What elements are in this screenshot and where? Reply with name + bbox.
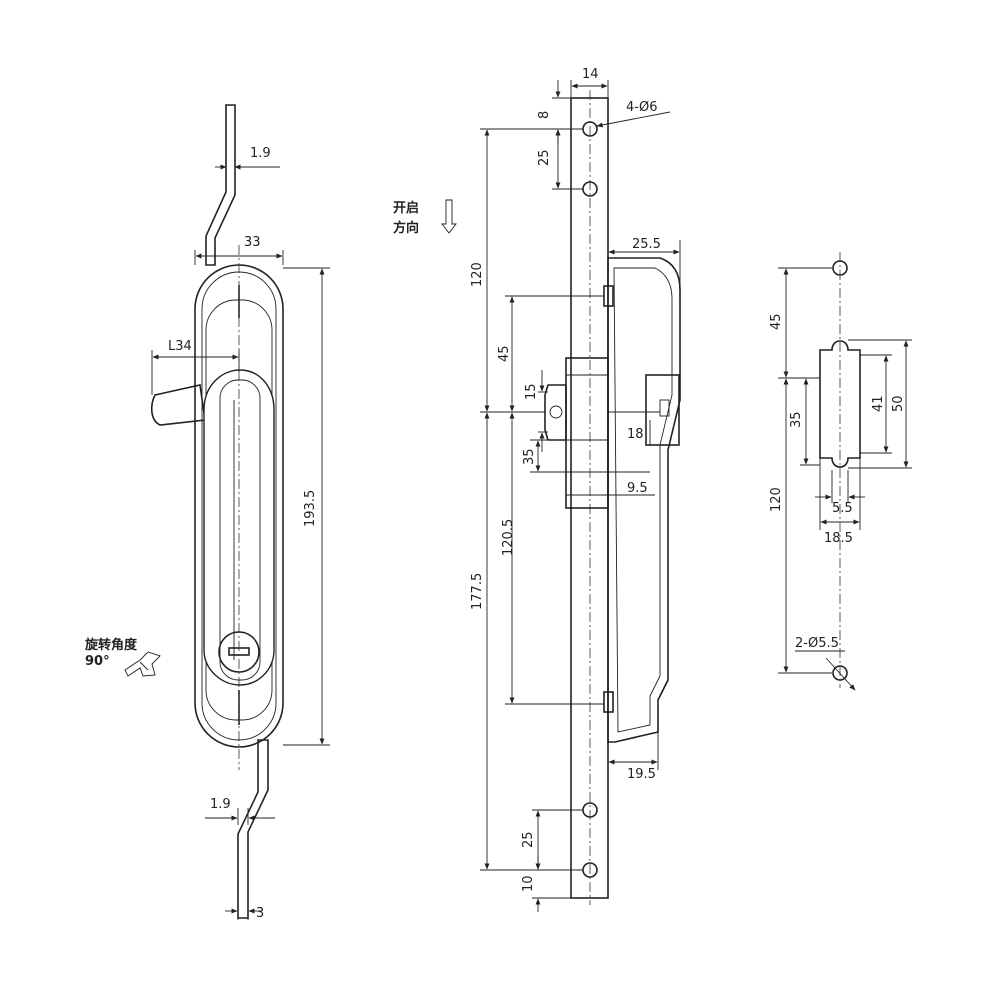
cutout-view: 45 35 41 50 120 5.5 18.5 bbox=[769, 252, 912, 691]
dim-33: 33 bbox=[244, 235, 261, 250]
top-rod bbox=[205, 104, 236, 266]
cutout-dim-5-5: 5.5 bbox=[832, 501, 853, 516]
dim-120-top: 120 bbox=[470, 262, 485, 287]
cutout-dim-120: 120 bbox=[769, 487, 784, 512]
dim-120-5: 120.5 bbox=[501, 519, 516, 556]
cutout-dim-45: 45 bbox=[769, 313, 784, 330]
opening-direction-line-1: 开启 bbox=[393, 200, 419, 216]
opening-direction-arrow-icon bbox=[441, 199, 457, 234]
front-view: 1.9 33 L34 193.5 1.9 3 旋转角度 90° bbox=[84, 104, 330, 921]
dim-25-5: 25.5 bbox=[632, 237, 661, 252]
dim-35: 35 bbox=[522, 448, 537, 465]
dim-9-5: 9.5 bbox=[627, 481, 648, 496]
lever-grip bbox=[203, 369, 275, 686]
dim-1-9-top: 1.9 bbox=[250, 146, 271, 161]
cutout-dim-50: 50 bbox=[891, 395, 906, 412]
dim-1-9-bottom: 1.9 bbox=[210, 797, 231, 812]
dim-15: 15 bbox=[524, 383, 539, 400]
dim-10: 10 bbox=[521, 875, 536, 892]
bottom-rod bbox=[237, 739, 269, 919]
cam-block bbox=[645, 374, 680, 446]
cutout-hole-bottom bbox=[832, 665, 848, 681]
side-view: 开启 方向 14 8 4-Ø6 bbox=[393, 67, 681, 912]
dim-45: 45 bbox=[497, 345, 512, 362]
rotation-arrow-icon bbox=[124, 651, 161, 677]
cutout-dim-18-5: 18.5 bbox=[824, 531, 853, 546]
dim-8: 8 bbox=[537, 111, 552, 119]
lever-arm bbox=[150, 384, 206, 426]
lock-block bbox=[565, 357, 609, 509]
dim-3: 3 bbox=[256, 906, 264, 921]
mounting-bar bbox=[570, 97, 609, 899]
rotation-angle: 90° bbox=[85, 654, 110, 669]
rotation-title: 旋转角度 bbox=[84, 637, 138, 653]
dim-18: 18 bbox=[627, 427, 644, 442]
dim-177-5: 177.5 bbox=[470, 573, 485, 610]
dim-25-top: 25 bbox=[537, 149, 552, 166]
cutout-hole-top bbox=[832, 260, 848, 276]
opening-direction-line-2: 方向 bbox=[393, 220, 419, 236]
cutout-dim-2-d5-5: 2-Ø5.5 bbox=[795, 636, 839, 651]
dim-14: 14 bbox=[582, 67, 599, 82]
screw-bottom bbox=[603, 691, 614, 713]
handle-profile bbox=[607, 257, 681, 743]
lever-slot bbox=[219, 379, 261, 681]
dim-25-bottom: 25 bbox=[521, 831, 536, 848]
lock-cylinder bbox=[544, 384, 567, 441]
dim-19-5: 19.5 bbox=[627, 767, 656, 782]
dim-193-5: 193.5 bbox=[303, 490, 318, 527]
dim-4-d6: 4-Ø6 bbox=[626, 100, 657, 115]
cutout-dim-41: 41 bbox=[871, 395, 886, 412]
cutout-dim-35: 35 bbox=[789, 411, 804, 428]
dim-L34: L34 bbox=[168, 339, 192, 354]
